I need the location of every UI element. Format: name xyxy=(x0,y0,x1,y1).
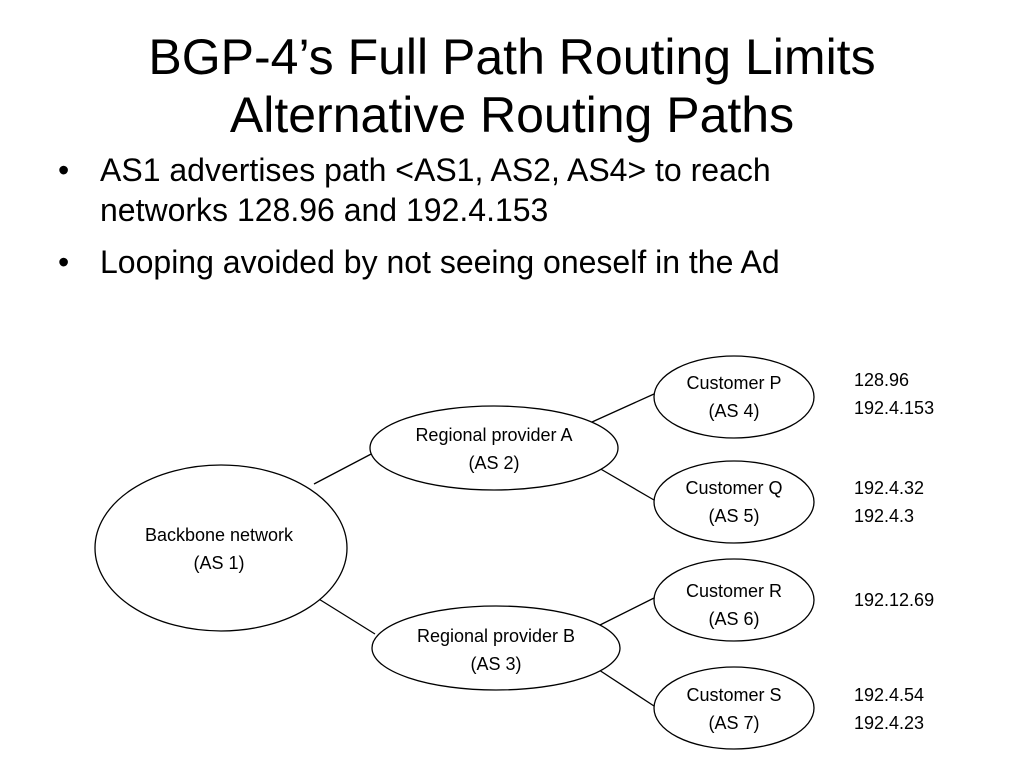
network-prefix: 128.96 xyxy=(854,370,909,390)
node-regional-b-ellipse xyxy=(371,605,621,691)
node-regional-b-name: Regional provider B xyxy=(417,626,575,646)
connection-lines xyxy=(313,393,655,707)
network-prefix: 192.4.32 xyxy=(854,478,924,498)
node-customer-s-ellipse xyxy=(653,666,815,750)
network-prefix: 192.12.69 xyxy=(854,590,934,610)
link-regional-b-customer-s xyxy=(595,667,655,707)
node-backbone: Backbone network (AS 1) xyxy=(94,464,348,632)
node-regional-a-name: Regional provider A xyxy=(415,425,572,445)
link-regional-a-customer-p xyxy=(591,393,655,423)
node-regional-b-as: (AS 3) xyxy=(470,654,521,674)
node-customer-r-name: Customer R xyxy=(686,581,782,601)
network-prefixes: 128.96 192.4.153 192.4.32 192.4.3 192.12… xyxy=(854,370,934,733)
bullet-text-line: AS1 advertises path <AS1, AS2, AS4> to r… xyxy=(100,152,771,188)
node-customer-q-as: (AS 5) xyxy=(708,506,759,526)
node-customer-r-as: (AS 6) xyxy=(708,609,759,629)
link-backbone-regional-a xyxy=(313,451,376,485)
node-customer-s-name: Customer S xyxy=(686,685,781,705)
node-customer-r: Customer R (AS 6) xyxy=(653,558,815,642)
bullet-dot: • xyxy=(58,244,70,280)
node-customer-p: Customer P (AS 4) xyxy=(653,355,815,439)
bullet-dot: • xyxy=(58,152,70,188)
node-customer-p-as: (AS 4) xyxy=(708,401,759,421)
node-regional-a-as: (AS 2) xyxy=(468,453,519,473)
node-customer-s: Customer S (AS 7) xyxy=(653,666,815,750)
node-customer-q-ellipse xyxy=(653,460,815,544)
title-line-2: Alternative Routing Paths xyxy=(229,87,795,143)
slide-title: BGP-4’s Full Path Routing Limits Alterna… xyxy=(0,28,1024,144)
node-backbone-as: (AS 1) xyxy=(193,553,244,573)
bullet-text-line: networks 128.96 and 192.4.153 xyxy=(100,192,549,228)
node-regional-b: Regional provider B (AS 3) xyxy=(371,605,621,691)
node-customer-q-name: Customer Q xyxy=(685,478,782,498)
node-regional-a-ellipse xyxy=(369,405,619,491)
node-customer-p-name: Customer P xyxy=(686,373,781,393)
node-backbone-name: Backbone network xyxy=(145,525,294,545)
link-regional-a-customer-q xyxy=(591,463,655,501)
bullet-item: • Looping avoided by not seeing oneself … xyxy=(58,242,988,282)
node-customer-p-ellipse xyxy=(653,355,815,439)
node-customer-s-as: (AS 7) xyxy=(708,713,759,733)
link-backbone-regional-b xyxy=(313,595,376,635)
node-customer-r-ellipse xyxy=(653,558,815,642)
network-prefix: 192.4.23 xyxy=(854,713,924,733)
node-backbone-ellipse xyxy=(94,464,348,632)
node-customer-q: Customer Q (AS 5) xyxy=(653,460,815,544)
bullet-text-line: Looping avoided by not seeing oneself in… xyxy=(100,244,780,280)
bullet-item: • AS1 advertises path <AS1, AS2, AS4> to… xyxy=(58,150,988,230)
title-line-1: BGP-4’s Full Path Routing Limits xyxy=(148,29,876,85)
network-prefix: 192.4.3 xyxy=(854,506,914,526)
network-prefix: 192.4.54 xyxy=(854,685,924,705)
network-prefix: 192.4.153 xyxy=(854,398,934,418)
bullet-list: • AS1 advertises path <AS1, AS2, AS4> to… xyxy=(58,150,988,294)
link-regional-b-customer-r xyxy=(595,597,655,628)
node-regional-a: Regional provider A (AS 2) xyxy=(369,405,619,491)
